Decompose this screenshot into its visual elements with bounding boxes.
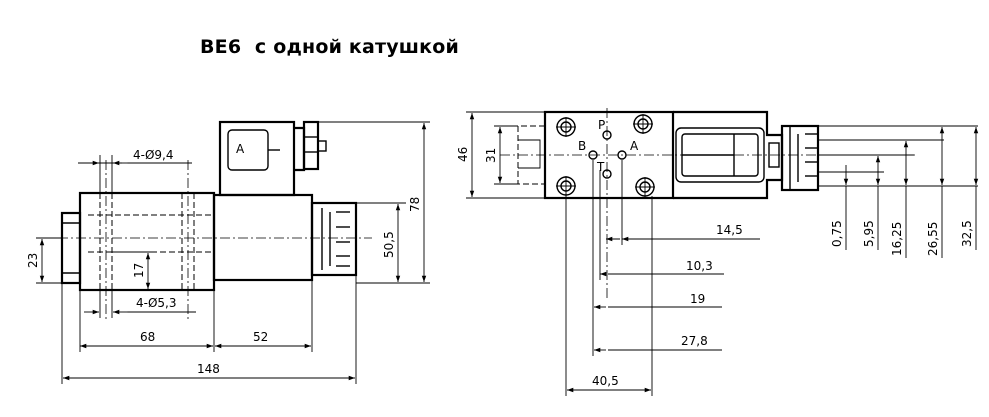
bolt-hole (556, 176, 576, 196)
dim-27-8: 27,8 (681, 334, 708, 348)
dim-68: 68 (140, 330, 155, 344)
dim-148: 148 (197, 362, 220, 376)
dim-26-55: 26,55 (926, 222, 940, 256)
dim-31: 31 (484, 148, 498, 163)
dim-16-25: 16,25 (890, 222, 904, 256)
dim-holes-top: 4-Ø9,4 (133, 148, 174, 162)
dim-78: 78 (408, 197, 422, 212)
port-b-label: B (578, 139, 586, 153)
dim-19: 19 (690, 292, 705, 306)
solenoid-nut (780, 124, 820, 192)
dim-40-5: 40,5 (592, 374, 619, 388)
bolt-hole (556, 117, 576, 137)
dim-17: 17 (132, 263, 146, 278)
bolt-hole (635, 177, 655, 197)
front-view: P B A T 46 31 (456, 108, 979, 396)
port-p-label: P (598, 118, 605, 132)
drawing-title: BE6 с одной катушкой (200, 36, 460, 58)
dim-32-5: 32,5 (960, 220, 974, 247)
dim-23: 23 (26, 253, 40, 268)
connector-plug (218, 120, 296, 197)
side-view: A 4-Ø9,4 4-Ø5,3 (26, 120, 430, 384)
dim-14-5: 14,5 (716, 223, 743, 237)
coil-nut (310, 201, 358, 277)
dim-46: 46 (456, 147, 470, 162)
dim-holes-bottom: 4-Ø5,3 (136, 296, 177, 310)
bolt-hole (633, 114, 653, 134)
connector-label: A (236, 142, 245, 156)
dim-50-5: 50,5 (382, 231, 396, 258)
dim-5-95: 5,95 (862, 220, 876, 247)
dim-52: 52 (253, 330, 268, 344)
coil-body (212, 193, 314, 282)
port-a-label: A (630, 139, 639, 153)
dim-10-3: 10,3 (686, 259, 713, 273)
dim-0-75: 0,75 (830, 220, 844, 247)
port-t-label: T (596, 160, 605, 174)
